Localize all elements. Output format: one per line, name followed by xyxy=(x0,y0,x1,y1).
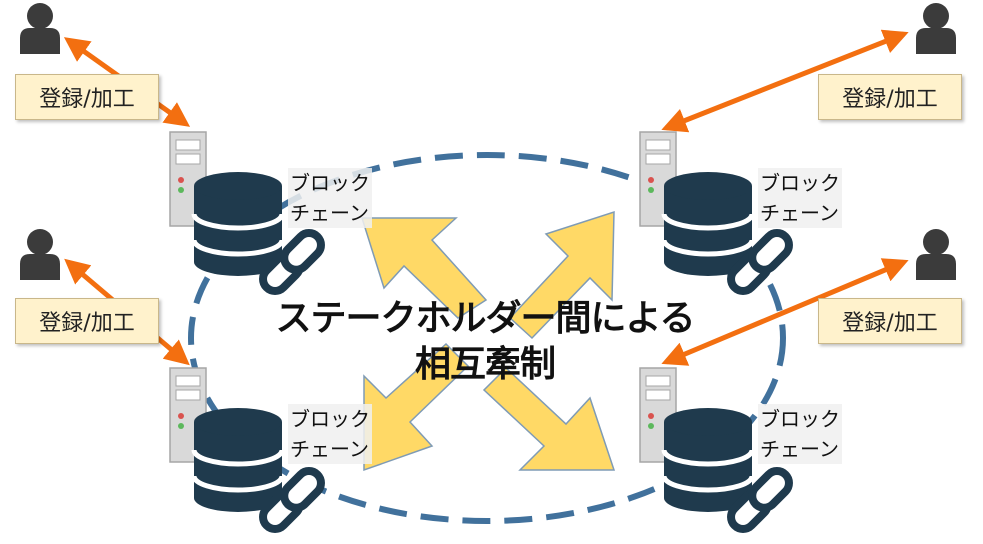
blockchain-label-line2: チェーン xyxy=(290,437,369,461)
database-icon xyxy=(194,172,282,276)
center-caption-line2: 相互牽制 xyxy=(414,344,556,385)
blockchain-label-line2: チェーン xyxy=(760,437,839,461)
center-caption-line1: ステークホルダー間による xyxy=(275,298,696,339)
blockchain-label-line1: ブロック xyxy=(760,407,840,431)
action-label: 登録/加工 xyxy=(15,298,159,344)
action-label: 登録/加工 xyxy=(818,74,962,120)
blockchain-label-line1: ブロック xyxy=(290,171,370,195)
blockchain-label-line2: チェーン xyxy=(290,201,369,225)
blockchain-label: ブロック チェーン xyxy=(288,168,372,228)
blockchain-label-line2: チェーン xyxy=(760,201,839,225)
blockchain-label: ブロック チェーン xyxy=(758,168,842,228)
person-icon xyxy=(916,229,956,280)
person-icon xyxy=(20,3,60,54)
center-caption: ステークホルダー間による 相互牽制 xyxy=(230,296,740,388)
person-icon xyxy=(20,229,60,280)
blockchain-label: ブロック チェーン xyxy=(758,404,842,464)
mutual-check-arrows xyxy=(360,210,616,472)
action-label: 登録/加工 xyxy=(818,298,962,344)
action-label: 登録/加工 xyxy=(15,74,159,120)
database-icon xyxy=(194,408,282,512)
person-icon xyxy=(916,3,956,54)
blockchain-label: ブロック チェーン xyxy=(288,404,372,464)
database-icon xyxy=(664,172,752,276)
database-icon xyxy=(664,408,752,512)
blockchain-label-line1: ブロック xyxy=(760,171,840,195)
blockchain-label-line1: ブロック xyxy=(290,407,370,431)
